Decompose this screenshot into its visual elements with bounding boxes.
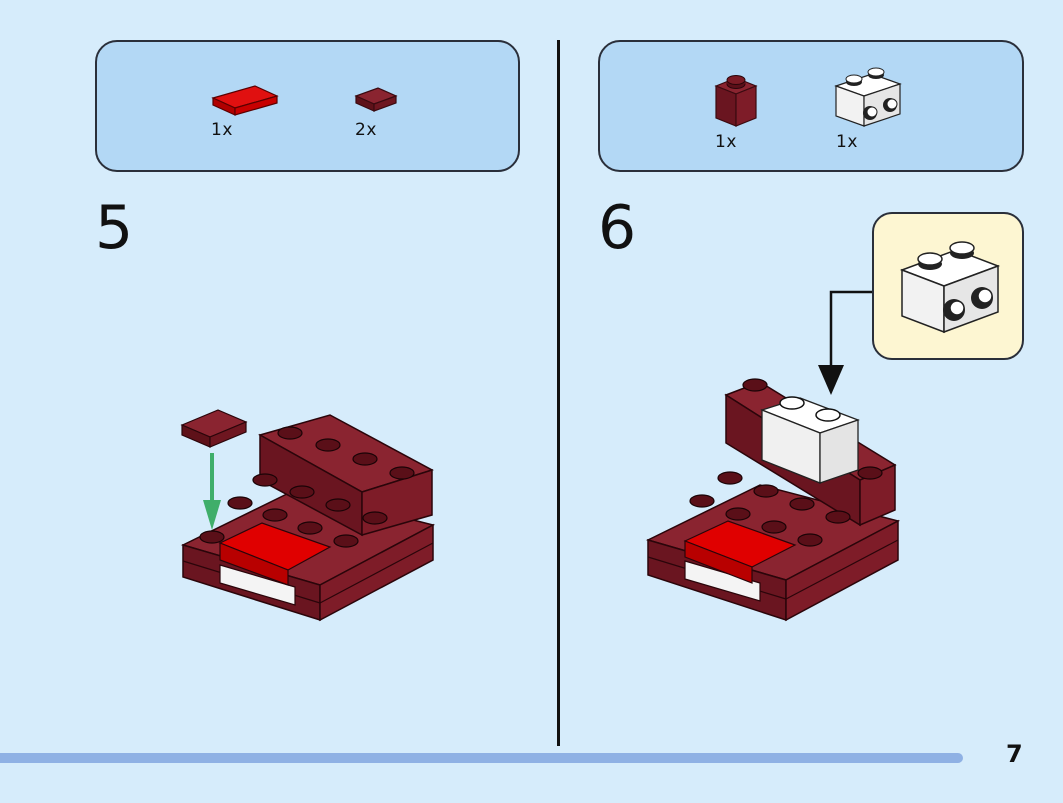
part-qty-white-brick: 1x: [836, 132, 858, 152]
white-brick-side-studs-icon: [899, 241, 1001, 334]
placement-arrow: [829, 290, 873, 370]
page-number: 7: [1006, 740, 1023, 768]
dark-red-brick-1x1-icon: [714, 75, 758, 127]
page-progress-bar: [0, 753, 963, 763]
part-qty-red-tile: 1x: [211, 120, 233, 140]
part-qty-dark-red-brick: 1x: [715, 132, 737, 152]
step-6-build-illustration: [645, 290, 901, 622]
step-number-5: 5: [95, 193, 134, 263]
step-number-6: 6: [598, 193, 637, 263]
white-brick-side-studs-icon: [834, 67, 902, 127]
parts-box-step-5: 1x 2x: [95, 40, 520, 172]
parts-box-step-6: 1x 1x: [598, 40, 1024, 172]
part-qty-dark-red-tile: 2x: [355, 120, 377, 140]
part-callout: [872, 212, 1024, 360]
dark-red-tile-1x1-icon: [354, 87, 398, 112]
step-5-build-illustration: [180, 409, 436, 622]
step-divider: [557, 40, 560, 746]
red-tile-1x2-icon: [211, 85, 279, 116]
